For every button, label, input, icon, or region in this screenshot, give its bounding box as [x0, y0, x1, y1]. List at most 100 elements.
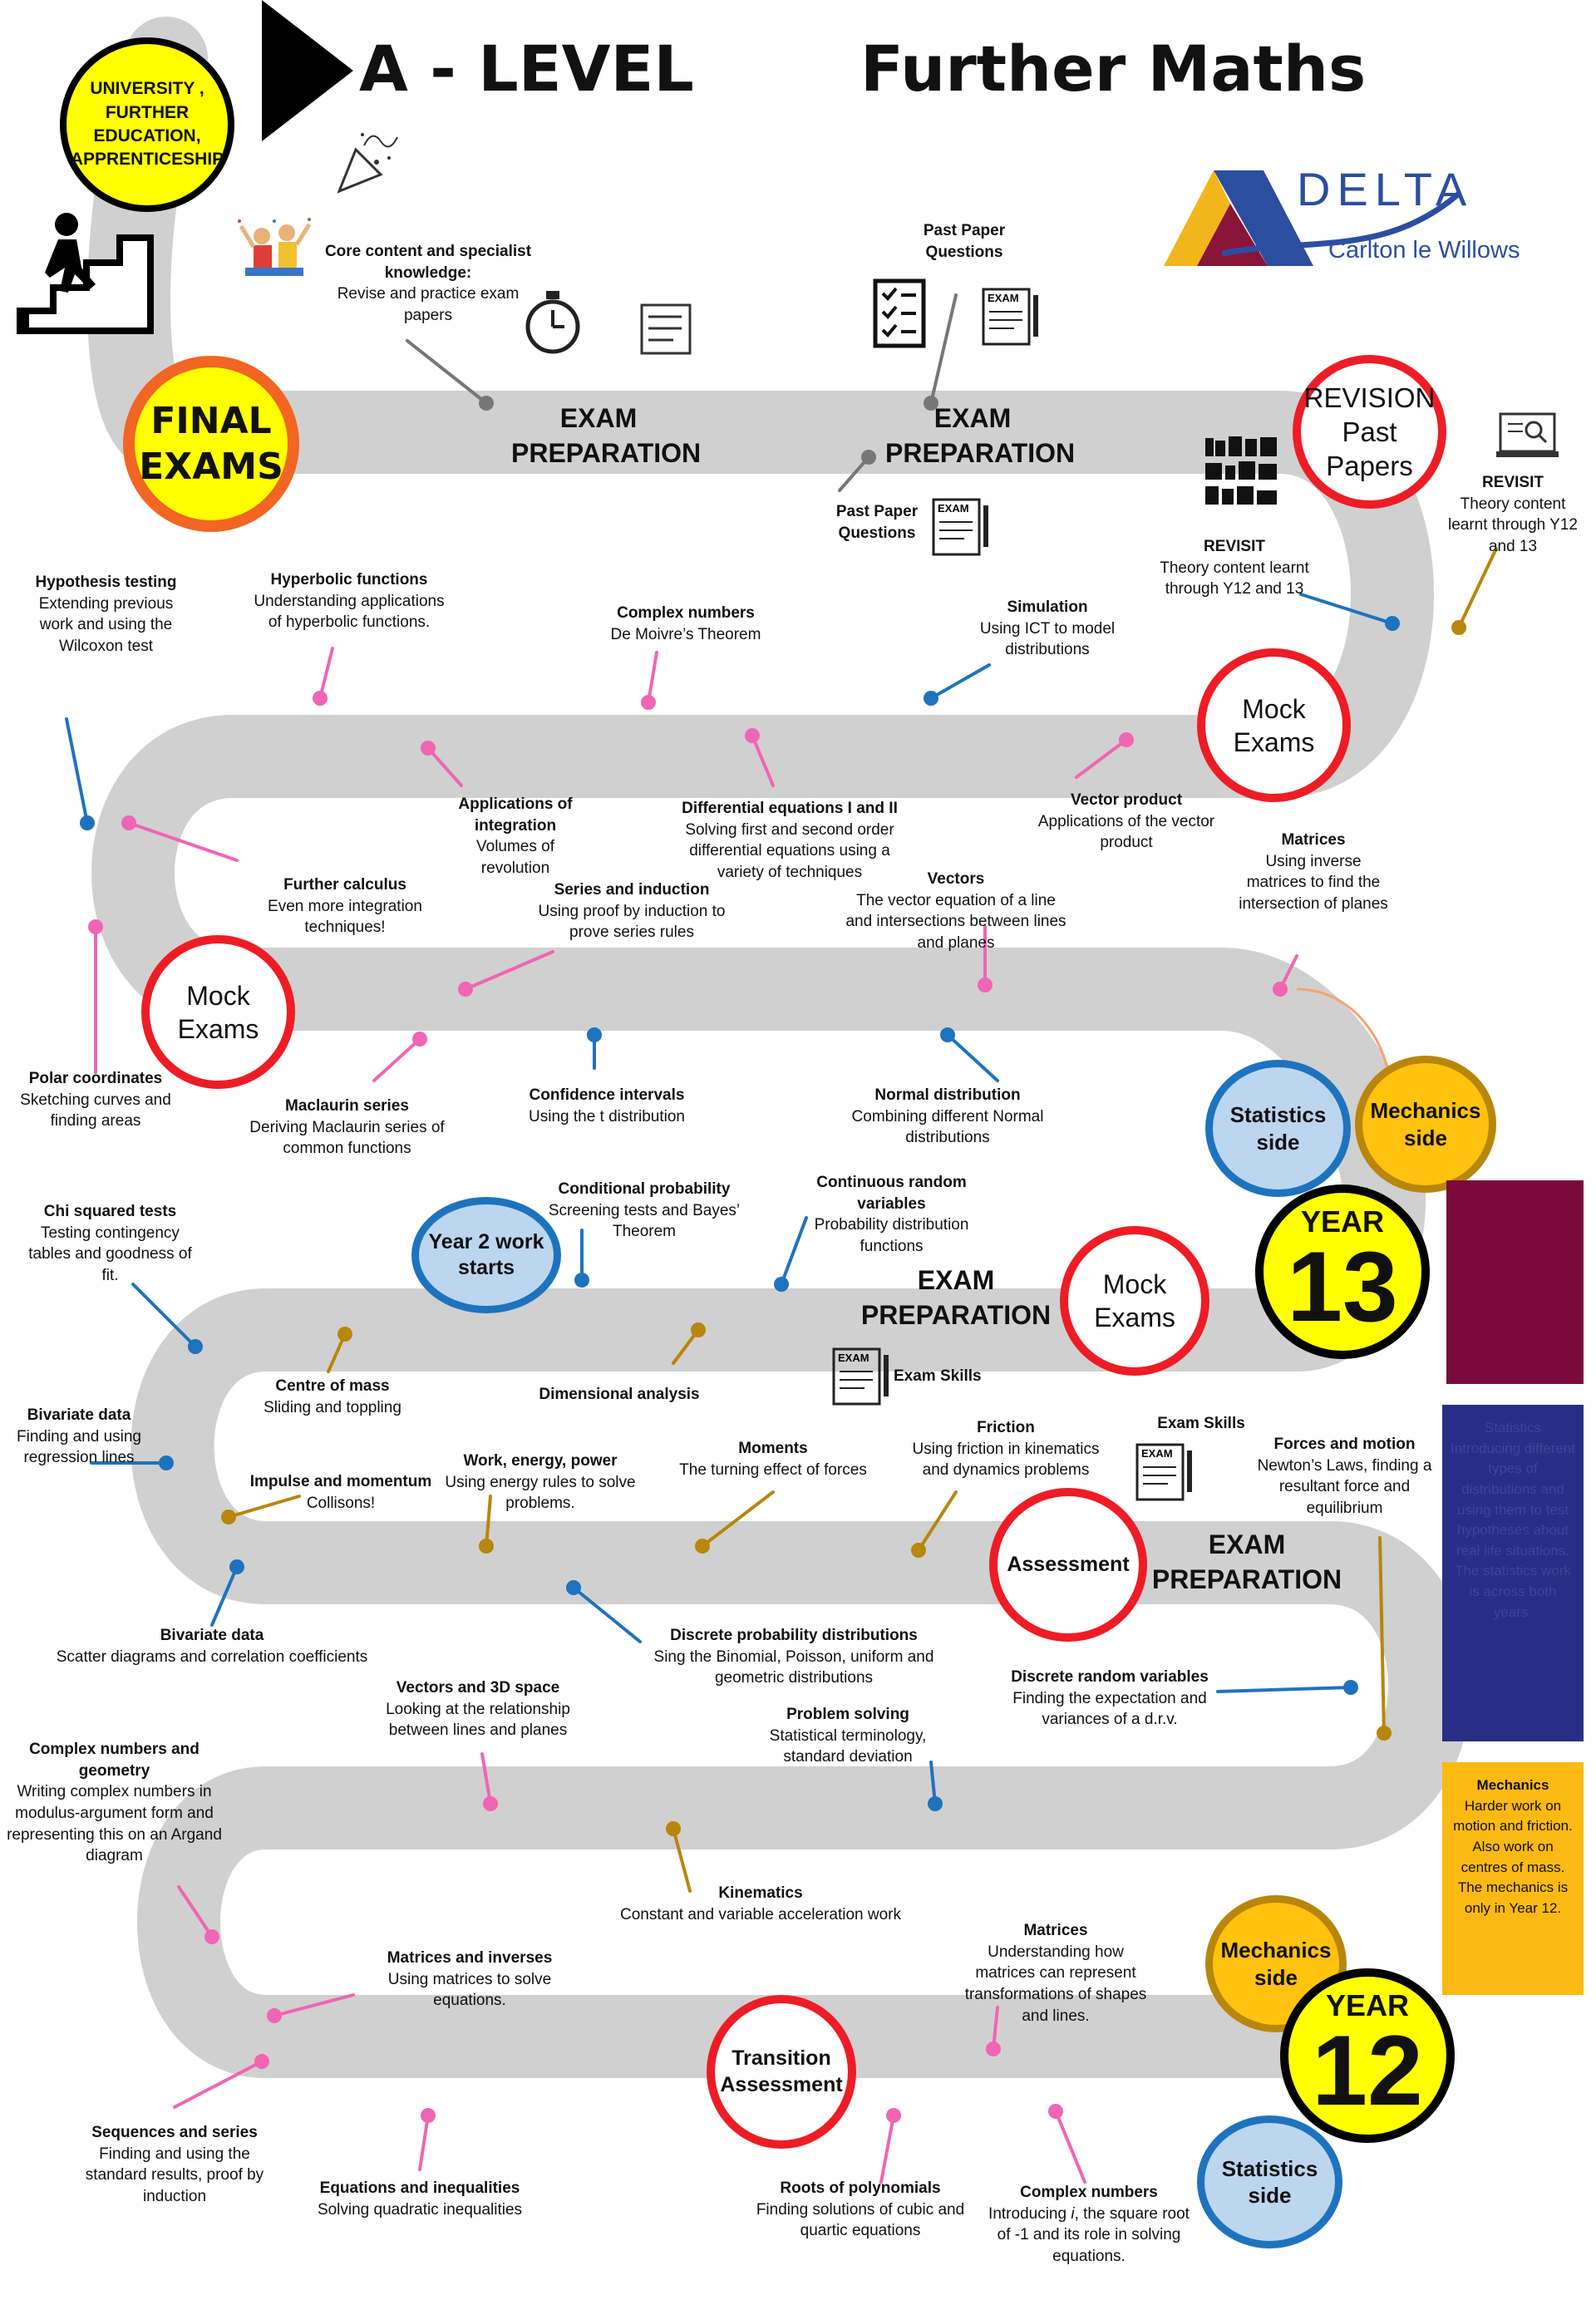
- topic-desc: Using energy rules to solve problems.: [445, 1473, 636, 1513]
- topic-title: Confidence intervals: [529, 1086, 685, 1104]
- topic-revisit-left: REVISIT Theory content learnt through Y1…: [1160, 536, 1309, 600]
- topic-title: Impulse and momentum: [249, 1473, 432, 1490]
- topic-desc: Finding the expectation and variances of…: [1012, 1689, 1207, 1729]
- exam-prep-label-1: EXAM PREPARATION: [511, 403, 702, 468]
- topic-matrices-13: Matrices Using inverse matrices to find …: [1239, 830, 1388, 915]
- topic-centre-of-mass: Centre of mass Sliding and toppling: [245, 1376, 420, 1418]
- topic-problem-solving: Problem solving Statistical terminology,…: [744, 1704, 952, 1768]
- topic-title: Matrices and inverses: [387, 1949, 553, 1967]
- topic-desc: Understanding applications of hyperbolic…: [254, 592, 445, 632]
- final-exams-label: FINAL EXAMS: [139, 400, 283, 488]
- topic-title: Matrices: [1281, 831, 1346, 849]
- topic-hyperbolic-functions: Hyperbolic functions Understanding appli…: [245, 569, 453, 633]
- question-list-icon: [873, 278, 926, 348]
- topic-desc: Combining different Normal distributions: [851, 1107, 1044, 1147]
- topic-title: Vectors and 3D space: [396, 1679, 560, 1697]
- topic-discrete-probability: Discrete probability distributions Sing …: [644, 1625, 943, 1689]
- topic-desc: The turning effect of forces: [679, 1460, 867, 1479]
- exam-paper-icon: EXAM: [932, 498, 988, 556]
- topic-desc: Looking at the relationship between line…: [386, 1700, 570, 1740]
- topic-title: Series and induction: [554, 881, 710, 899]
- topic-desc: Volumes of revolution: [476, 838, 554, 877]
- topic-desc: Theory content learnt through Y12 and 13: [1448, 495, 1578, 555]
- topic-desc: Theory content learnt through Y12 and 13: [1160, 559, 1309, 598]
- topic-title: Dimensional analysis: [539, 1386, 700, 1403]
- assessment-label: Assessment: [1007, 1552, 1130, 1576]
- topic-applications-integration: Applications of integration Volumes of r…: [441, 794, 590, 879]
- stairs-climber-icon: [17, 213, 154, 334]
- topic-past-paper-bottom: Past Paper Questions: [823, 501, 931, 544]
- mechanics-legend-desc: Harder work on motion and friction. Also…: [1453, 1797, 1573, 1916]
- topic-bivariate-regression: Bivariate data Finding and using regress…: [8, 1405, 150, 1469]
- topic-title: REVISIT: [1482, 474, 1544, 491]
- topic-past-paper-top: Past Paper Questions: [898, 220, 1031, 263]
- topic-desc: Using friction in kinematics and dynamic…: [912, 1440, 1100, 1480]
- statistics-legend-desc: Introducing different types of distribut…: [1451, 1440, 1575, 1620]
- topic-title: Matrices: [1023, 1922, 1088, 1939]
- destination-circle: UNIVERSITY , FURTHER EDUCATION, APPRENTI…: [60, 37, 234, 212]
- mechanics-side-label: Mechanics side: [1220, 1938, 1332, 1990]
- topic-vector-product: Vector product Applications of the vecto…: [1027, 790, 1226, 854]
- topic-title: Further calculus: [283, 876, 406, 894]
- party-popper-icon: [337, 133, 398, 194]
- mock-exams-circle-3: Mock Exams: [1060, 1226, 1209, 1376]
- statistics-side-label: Statistics side: [1221, 2155, 1318, 2209]
- topic-desc: Sliding and toppling: [264, 1398, 401, 1416]
- topic-desc: Sing the Binomial, Poisson, uniform and …: [653, 1647, 934, 1687]
- exam-paper-icon: EXAM: [832, 1347, 889, 1406]
- core-legend-desc: Work on matrices and complex numbers, an…: [1457, 1215, 1573, 1334]
- year2-label: Year 2 work starts: [428, 1229, 544, 1279]
- topic-desc: Solving quadratic inequalities: [317, 2200, 523, 2219]
- topic-title: Differential equations I and II: [682, 800, 898, 817]
- topic-equations-inequalities: Equations and inequalities Solving quadr…: [312, 2178, 528, 2220]
- computer-research-icon: [1496, 412, 1559, 457]
- topic-desc: Using the t distribution: [529, 1107, 685, 1125]
- topic-maclaurin-series: Maclaurin series Deriving Maclaurin seri…: [249, 1096, 445, 1160]
- topic-title: Hyperbolic functions: [270, 571, 428, 589]
- topic-desc: Finding and using regression lines: [17, 1427, 141, 1467]
- topic-desc: Solving first and second order different…: [685, 820, 894, 881]
- topic-title: Kinematics: [718, 1884, 803, 1902]
- mock-exams-label: Mock Exams: [1094, 1269, 1175, 1332]
- delta-logo-icon: [1164, 170, 1461, 266]
- topic-title: Hypothesis testing: [35, 574, 177, 591]
- exam-prep-label-2: EXAM PREPARATION: [885, 403, 1076, 468]
- svg-text:EXAM: EXAM: [938, 502, 969, 515]
- topic-title: Polar coordinates: [28, 1070, 163, 1087]
- topic-sequences-series: Sequences and series Finding and using t…: [75, 2122, 274, 2208]
- topic-dimensional-analysis: Dimensional analysis: [532, 1384, 707, 1406]
- topic-title: Bivariate data: [160, 1627, 264, 1644]
- topic-title: Simulation: [1007, 598, 1088, 616]
- topic-title: Discrete random variables: [1011, 1668, 1209, 1686]
- topic-simulation: Simulation Using ICT to model distributi…: [956, 597, 1139, 661]
- transition-assessment-circle: Transition Assessment: [707, 1995, 856, 2149]
- topic-vectors-3d: Vectors and 3D space Looking at the rela…: [374, 1677, 582, 1741]
- topic-polar-coordinates: Polar coordinates Sketching curves and f…: [8, 1068, 183, 1132]
- topic-title: Chi squared tests: [43, 1203, 177, 1220]
- topic-conditional-probability: Conditional probability Screening tests …: [532, 1179, 756, 1243]
- topic-work-energy-power: Work, energy, power Using energy rules t…: [441, 1450, 640, 1515]
- topic-complex-geometry: Complex numbers and geometry Writing com…: [4, 1739, 224, 1867]
- mock-exams-label: Mock Exams: [177, 980, 259, 1044]
- topic-desc: Revise and practice exam papers: [337, 285, 520, 324]
- topic-desc: Using proof by induction to prove series…: [538, 902, 726, 942]
- topic-desc: Writing complex numbers in modulus-argum…: [7, 1783, 222, 1865]
- svg-text:EXAM: EXAM: [1141, 1447, 1173, 1460]
- topic-friction: Friction Using friction in kinematics an…: [902, 1417, 1110, 1481]
- year12-circle: YEAR 12: [1280, 1968, 1455, 2143]
- a-level-title: A - LEVEL: [359, 32, 694, 106]
- topic-title: Equations and inequalities: [319, 2179, 520, 2197]
- topic-title: Moments: [738, 1440, 808, 1457]
- topic-title: REVISIT: [1204, 538, 1265, 555]
- topic-title: Sequences and series: [91, 2124, 258, 2141]
- topic-title: Vector product: [1070, 791, 1183, 809]
- topic-complex-numbers-12: Complex numbers Introducing i, the squar…: [985, 2182, 1193, 2268]
- mechanics-side-label: Mechanics side: [1370, 1098, 1481, 1150]
- topic-forces-motion: Forces and motion Newton’s Laws, finding…: [1251, 1434, 1438, 1519]
- topic-impulse-momentum: Impulse and momentum Collisons!: [241, 1471, 441, 1514]
- play-arrow-icon: [262, 0, 353, 141]
- topic-desc: Deriving Maclaurin series of common func…: [249, 1118, 445, 1158]
- topic-core-content: Core content and specialist knowledge: R…: [324, 241, 532, 327]
- statistics-legend-title: Statistics: [1484, 1420, 1542, 1436]
- checklist-icon: [640, 303, 692, 355]
